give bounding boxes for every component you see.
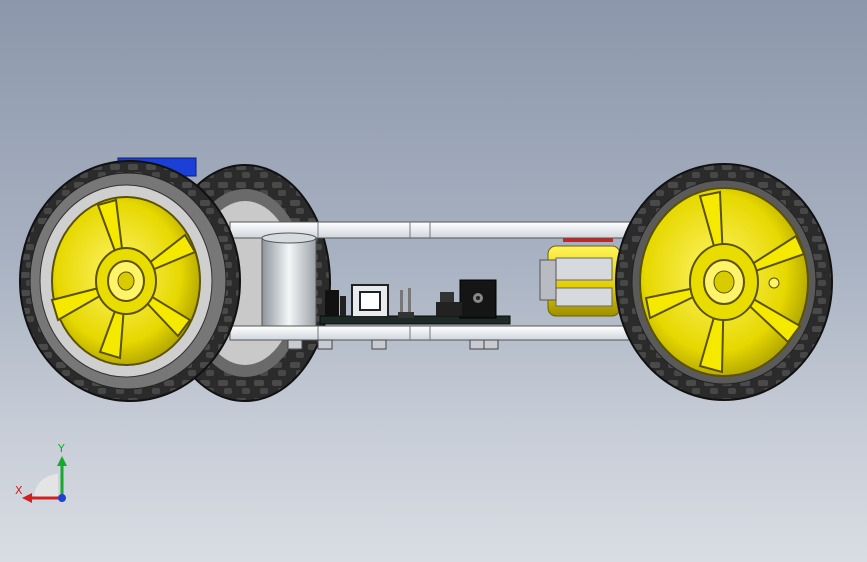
support-pillar[interactable]	[261, 237, 317, 327]
chassis[interactable]	[229, 221, 651, 350]
red-switch[interactable]	[563, 236, 613, 242]
front-motor[interactable]	[539, 245, 621, 317]
x-axis-label: X	[15, 484, 23, 497]
bottom-plate[interactable]	[229, 325, 651, 341]
control-board[interactable]	[319, 279, 511, 325]
z-axis-dot	[58, 494, 66, 502]
front-wheel[interactable]	[615, 163, 833, 401]
usb-b-port[interactable]	[351, 284, 389, 318]
orientation-triad	[22, 456, 67, 503]
rear-wheel-front[interactable]	[19, 160, 241, 402]
y-axis-label: Y	[58, 442, 65, 455]
